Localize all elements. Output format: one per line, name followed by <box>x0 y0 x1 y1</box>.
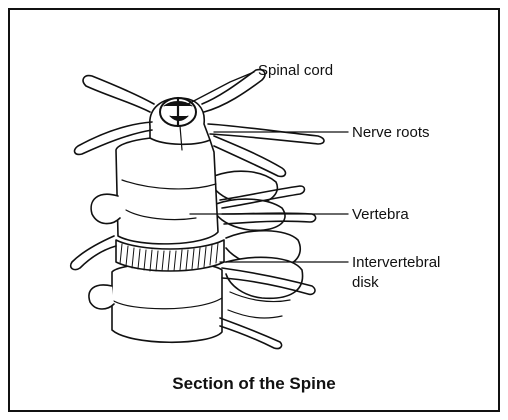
diagram-caption: Section of the Spine <box>0 374 508 394</box>
label-vertebra: Vertebra <box>352 206 409 224</box>
label-spinal-cord: Spinal cord <box>258 62 333 80</box>
label-disk: disk <box>352 274 379 292</box>
label-intervertebral: Intervertebral <box>352 254 440 272</box>
nerve-root-left-upper <box>83 76 154 112</box>
label-nerve-roots: Nerve roots <box>352 124 430 142</box>
leader-spinal-cord <box>188 72 254 104</box>
lower-vertebra <box>112 263 222 343</box>
vertebra-body <box>116 137 218 244</box>
posterior-process-lower <box>226 257 303 298</box>
nerve-root-right-upper <box>202 70 265 112</box>
